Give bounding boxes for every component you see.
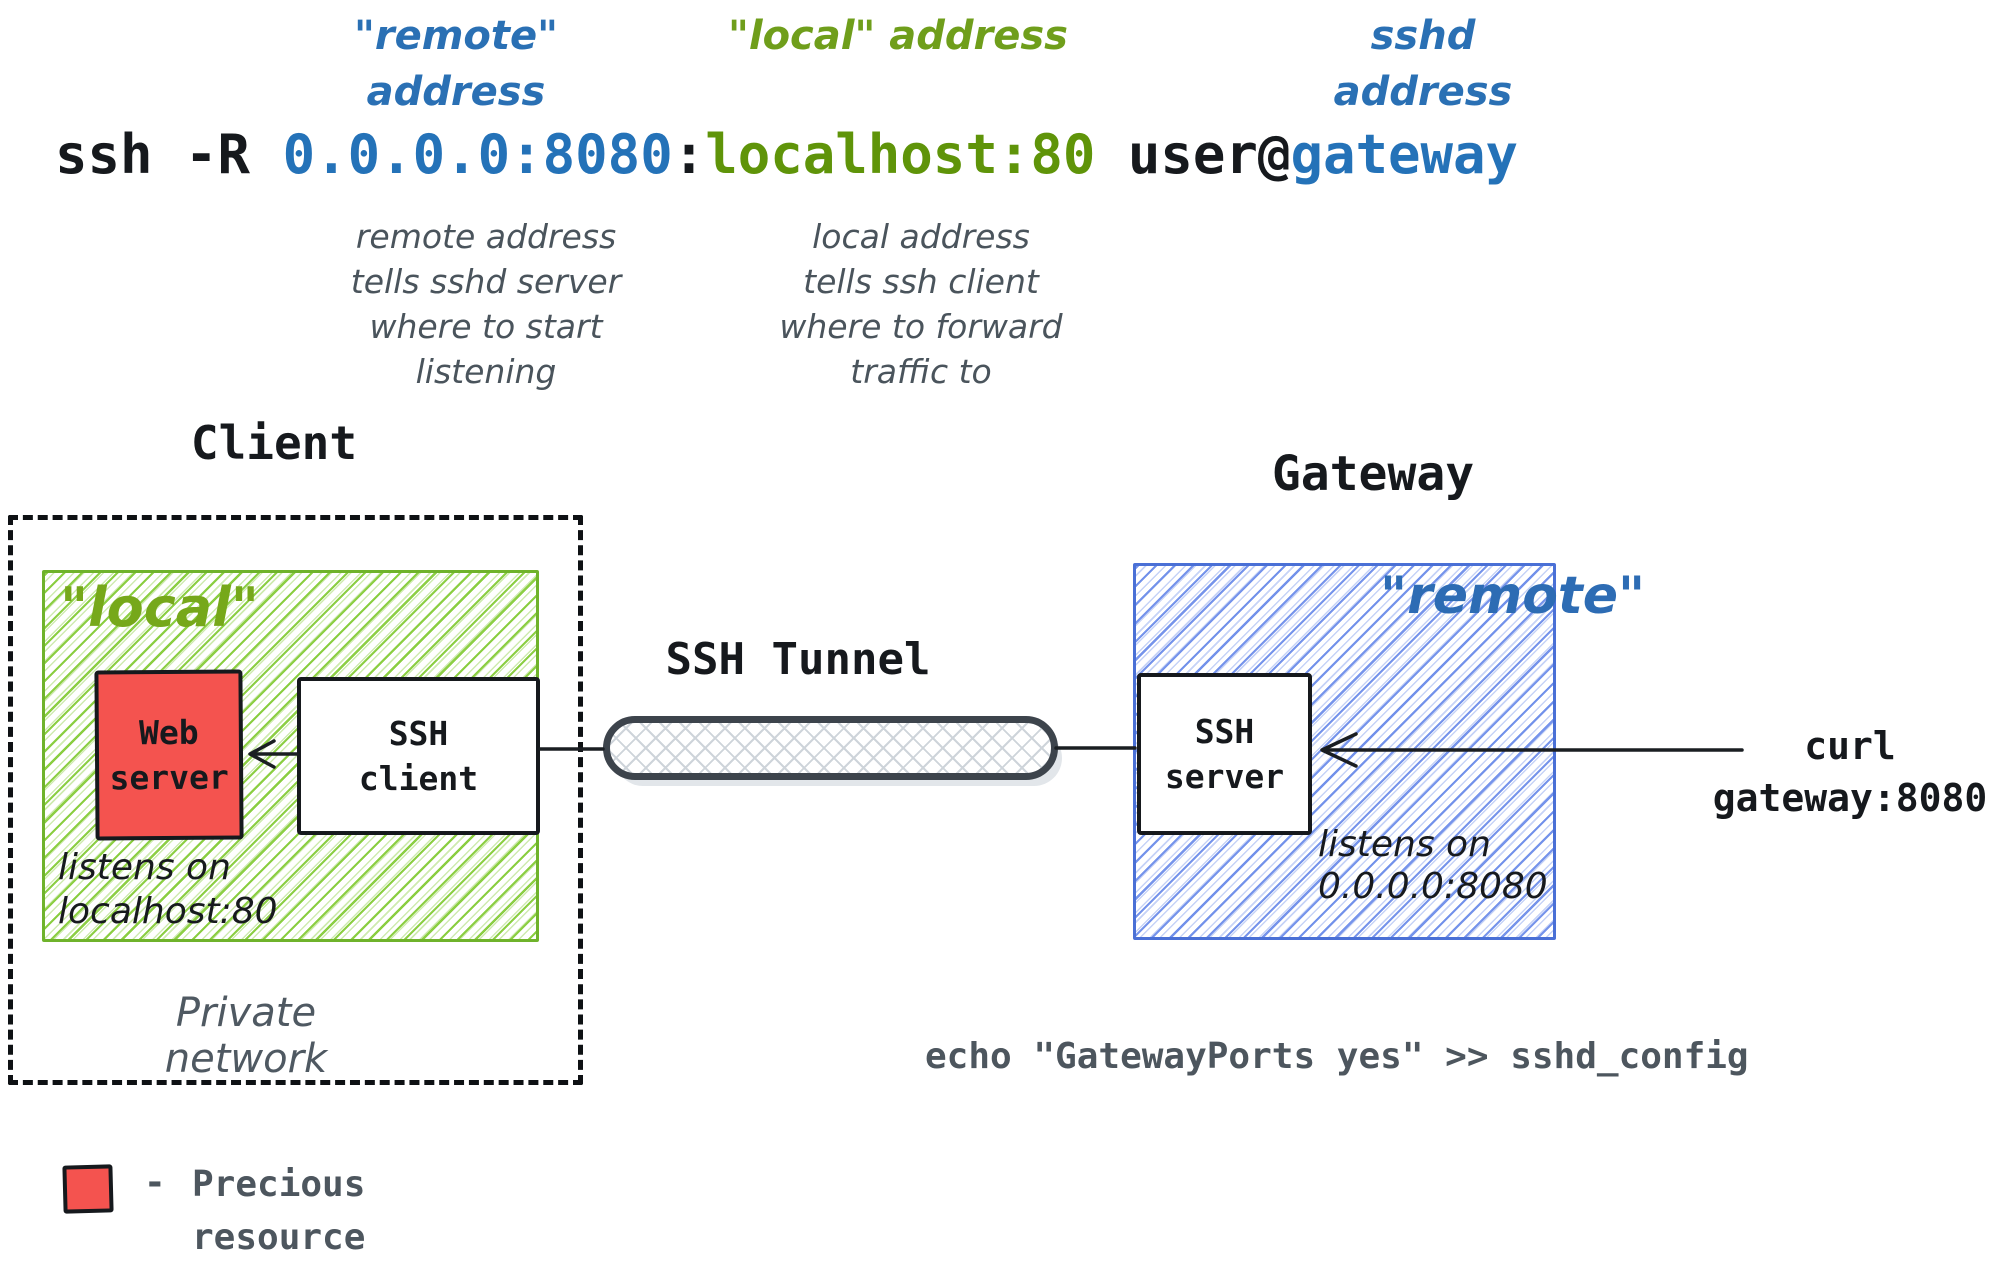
- ssh-client-box: SSH client: [297, 677, 540, 835]
- listen-note-line: 0.0.0.0:8080: [1318, 866, 1548, 907]
- note-line: where to forward: [779, 307, 1063, 346]
- remote-address-annotation: "remote" address: [354, 13, 558, 115]
- ssh-command: ssh -R 0.0.0.0:8080:localhost:80 user@ga…: [55, 120, 1518, 190]
- command-remote-address: 0.0.0.0:8080: [282, 123, 673, 186]
- ssh-client-label: SSH: [388, 714, 449, 753]
- local-zone-label: "local": [60, 576, 259, 639]
- client-title: Client: [190, 416, 358, 470]
- note-line: traffic to: [850, 352, 992, 391]
- sshd-address-annotation: sshd address: [1333, 13, 1513, 115]
- curl-command-line: curl: [1804, 724, 1896, 768]
- note-line: tells ssh client: [803, 262, 1039, 301]
- ssh-tunnel-pipe: [603, 716, 1058, 780]
- note-line: local address: [812, 217, 1030, 256]
- legend-line: resource: [192, 1217, 366, 1258]
- curl-command-line: gateway:8080: [1712, 776, 1988, 820]
- legend-line: Precious: [192, 1164, 366, 1205]
- precious-resource-label: Precious resource: [192, 1158, 365, 1264]
- command-colon: :: [672, 123, 706, 186]
- note-line: where to start: [369, 307, 603, 346]
- remote-address-note: remote address tells sshd server where t…: [320, 214, 652, 394]
- ssh-tunnel-title: SSH Tunnel: [665, 634, 931, 685]
- client-private-network-boundary: [8, 515, 583, 1085]
- sshd-config-command: echo "GatewayPorts yes" >> sshd_config: [925, 1036, 1749, 1077]
- curl-command: curl gateway:8080: [1702, 720, 1998, 824]
- ssh-server-box: SSH server: [1137, 673, 1312, 835]
- listen-note-line: listens on: [58, 847, 231, 888]
- ssh-client-label: client: [358, 759, 479, 798]
- web-server-listen-note: listens on localhost:80: [58, 846, 278, 934]
- web-server-box: Web server: [94, 669, 244, 841]
- gateway-title: Gateway: [1271, 446, 1475, 502]
- note-line: remote address: [355, 217, 617, 256]
- ssh-server-listen-note: listens on 0.0.0.0:8080: [1318, 824, 1548, 908]
- command-host: gateway: [1290, 123, 1519, 186]
- ssh-server-label: server: [1164, 757, 1285, 796]
- command-user: user@: [1095, 123, 1291, 186]
- legend-dash: -: [144, 1162, 166, 1203]
- precious-resource-swatch: [62, 1164, 114, 1214]
- private-network-label: Private network: [164, 990, 328, 1082]
- command-prefix: ssh -R: [55, 123, 283, 186]
- web-server-label: Web: [138, 712, 199, 753]
- web-server-label: server: [109, 757, 229, 798]
- listen-note-line: listens on: [1318, 824, 1491, 865]
- note-line: tells sshd server: [350, 262, 622, 301]
- remote-zone-label: "remote": [1380, 566, 1646, 626]
- local-address-annotation: "local" address: [728, 13, 1068, 59]
- ssh-server-label: SSH: [1194, 712, 1255, 751]
- note-line: listening: [415, 352, 557, 391]
- command-local-address: localhost:80: [705, 123, 1096, 186]
- local-address-note: local address tells ssh client where to …: [756, 214, 1086, 394]
- listen-note-line: localhost:80: [58, 891, 278, 932]
